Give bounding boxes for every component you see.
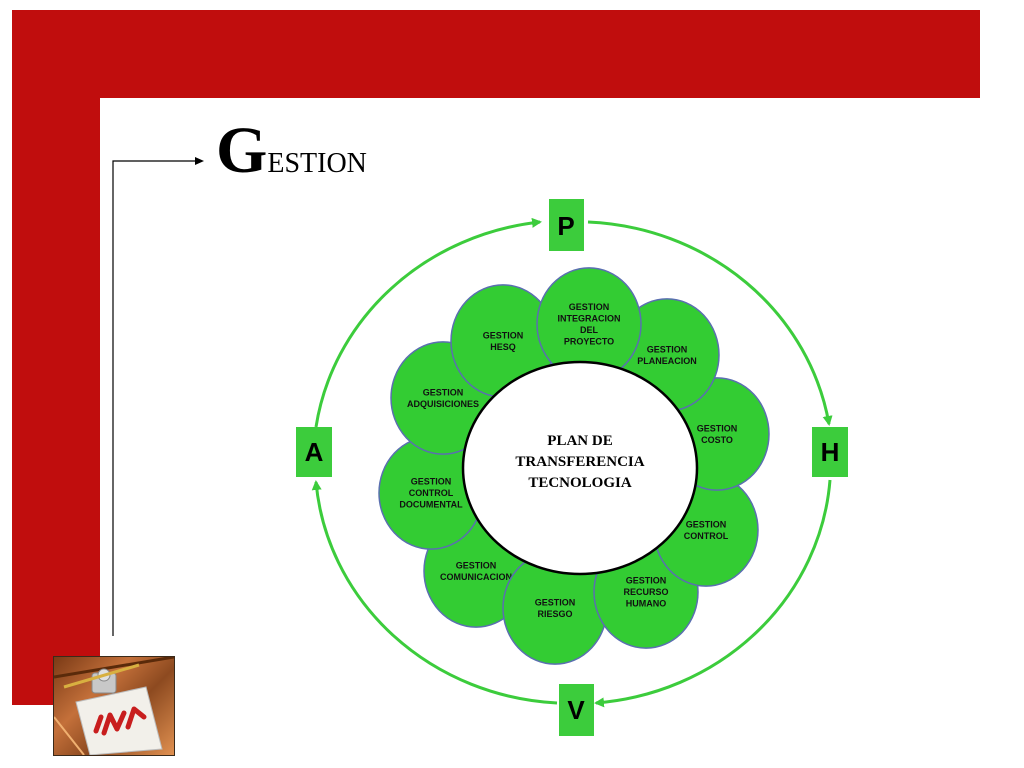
petal-label-line: PROYECTO xyxy=(564,336,614,346)
petal-label-line: HESQ xyxy=(490,342,516,352)
center-line-3: TECNOLOGIA xyxy=(528,475,632,491)
petal-label-line: GESTION xyxy=(686,519,727,529)
phase-box-top: P xyxy=(549,199,584,251)
title-rest: ESTION xyxy=(267,148,367,179)
petal-label-line: RIESGO xyxy=(537,609,572,619)
phase-label-left: A xyxy=(305,437,324,467)
petal-label-line: CONTROL xyxy=(409,488,454,498)
petal-label-line: COSTO xyxy=(701,435,733,445)
cycle-arrow-a-to-p xyxy=(314,217,542,428)
petal-label-line: PLANEACION xyxy=(637,356,697,366)
center-ring xyxy=(461,360,699,576)
petal-label-line: GESTION xyxy=(456,560,497,570)
page-title: GESTION xyxy=(216,118,367,184)
petal-label-line: ADQUISICIONES xyxy=(407,399,479,409)
petal-label-line: GESTION xyxy=(411,477,452,487)
cycle-arrow-h-to-v xyxy=(594,479,832,708)
petal-label-line: GESTION xyxy=(423,387,464,397)
petal-label-line: HUMANO xyxy=(626,599,667,609)
center-line-1: PLAN DE xyxy=(547,433,612,449)
phase-box-left: A xyxy=(296,427,332,477)
petal-label-line: GESTION xyxy=(535,597,576,607)
clipboard-logo-image xyxy=(53,656,175,756)
petal-label-line: GESTION xyxy=(483,330,524,340)
phase-label-top: P xyxy=(557,211,574,241)
phase-box-bottom: V xyxy=(559,684,594,736)
phase-label-right: H xyxy=(821,437,840,467)
ids-logo-icon xyxy=(54,657,174,755)
center-line-2: TRANSFERENCIA xyxy=(515,454,644,470)
phase-label-bottom: V xyxy=(567,695,585,725)
petal-label-line: GESTION xyxy=(569,302,610,312)
sidebar-red-band xyxy=(12,10,100,705)
petal-label-line: CONTROL xyxy=(684,531,729,541)
petal-label-line: GESTION xyxy=(647,344,688,354)
cycle-arrow-v-to-a xyxy=(311,480,558,705)
title-initial: G xyxy=(216,114,268,187)
petal-label-line: GESTION xyxy=(697,423,738,433)
header-red-band xyxy=(12,10,980,98)
petal-label-line: DOCUMENTAL xyxy=(399,500,463,510)
petal-label-line: RECURSO xyxy=(623,587,668,597)
petal-label-line: COMUNICACION xyxy=(440,572,512,582)
petal-ring: GESTIONCOMUNICACIONGESTIONCONTROLDOCUMEN… xyxy=(378,267,770,665)
petal-label-line: DEL xyxy=(580,325,599,335)
cycle-arrow-p-to-h xyxy=(587,220,833,426)
phase-box-right: H xyxy=(812,427,848,477)
petal-label-line: INTEGRACION xyxy=(558,313,621,323)
petal-label-line: GESTION xyxy=(626,576,667,586)
